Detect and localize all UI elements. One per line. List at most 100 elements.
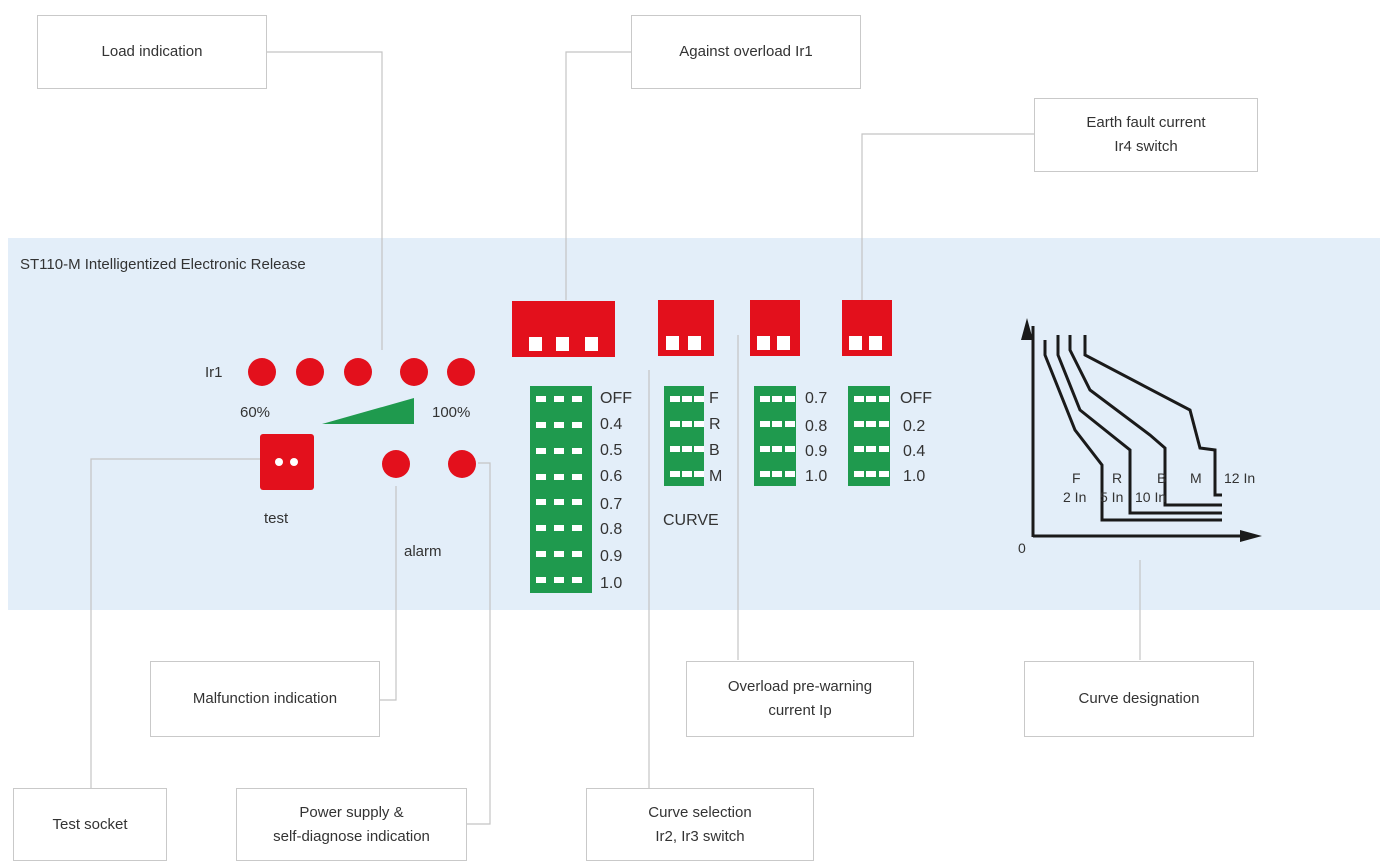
switch-toggle-icon [878,445,889,452]
ip-level: 0.8 [805,418,828,435]
ir1-level: 0.9 [600,548,623,565]
switch-toggle-icon [693,445,704,452]
switch-toggle-icon [784,420,795,427]
switch-toggle-icon [878,420,889,427]
callout-test-socket: Test socket [13,788,167,861]
switch-toggle-icon [572,473,583,480]
curve-dip-switch[interactable] [658,300,714,356]
ir1-level: 0.7 [600,496,623,513]
curve-origin-label: 0 [1018,540,1026,556]
callout-load-indication: Load indication [37,15,267,89]
switch-toggle-icon [670,445,680,452]
ip-level: 0.7 [805,390,828,407]
ip-level: 1.0 [805,468,828,485]
load-led-2 [296,358,324,386]
switch-toggle-icon [854,395,864,402]
ir1-level: 0.8 [600,521,623,538]
ir1-level: 0.5 [600,442,623,459]
switch-toggle-icon [670,420,680,427]
switch-toggle-icon [854,445,864,452]
switch-toggle-icon [554,551,565,558]
switch-toggle-icon [536,447,546,454]
curve-setting-switch [664,386,704,486]
switch-toggle-icon [784,470,795,477]
switch-toggle-icon [760,445,770,452]
switch-toggle-icon [772,420,783,427]
switch-toggle-icon [572,499,583,506]
ir1-level: 0.4 [600,416,623,433]
socket-pin-icon [290,458,298,466]
axes [1031,326,1250,538]
ir4-level: OFF [900,390,932,407]
ir1-level: OFF [600,390,632,407]
switch-toggle-icon [784,445,795,452]
switch-toggle-icon [693,395,704,402]
curve-level: B [709,442,720,459]
curve-level: F [709,390,719,407]
ir1-dip-switch[interactable] [512,301,615,357]
curve-switch-label: CURVE [663,512,719,529]
load-low-label: 60% [240,404,271,421]
curve-level: M [709,468,723,485]
load-led-5 [447,358,475,386]
callout-curve-designation: Curve designation [1024,661,1254,737]
switch-toggle-icon [536,395,546,402]
ip-setting-switch [754,386,796,486]
ir4-dip-switch[interactable] [842,300,892,356]
switch-toggle-icon [784,395,795,402]
switch-toggle-icon [854,470,864,477]
trip-curves [1043,335,1222,522]
switch-toggle-icon [681,445,692,452]
test-label: test [264,510,289,527]
switch-toggle-icon [536,551,546,558]
ir1-setting-switch [530,386,592,593]
switch-toggle-icon [554,447,565,454]
curve-r-label: R [1112,470,1123,486]
switch-toggle-icon [866,420,877,427]
curve-b-label: B [1157,470,1167,486]
curve-f-label: F [1072,470,1081,486]
callout-earth-fault: Earth fault current Ir4 switch [1034,98,1258,172]
ir4-setting-switch [848,386,890,486]
switch-toggle-icon [693,470,704,477]
ip-level: 0.9 [805,443,828,460]
switch-toggle-icon [866,470,877,477]
switch-toggle-icon [670,395,680,402]
load-led-1 [248,358,276,386]
switch-toggle-icon [681,395,692,402]
switch-toggle-icon [554,421,565,428]
curve-multiple-label: 10 In [1135,489,1167,505]
switch-toggle-icon [572,551,583,558]
switch-toggle-icon [854,420,864,427]
load-ramp-icon [322,398,414,424]
callout-malfunction: Malfunction indication [150,661,380,737]
power-supply-led [448,450,476,478]
switch-toggle-icon [554,395,565,402]
switch-toggle-icon [554,525,565,532]
switch-toggle-icon [772,395,783,402]
switch-toggle-icon [536,499,546,506]
ip-dip-switch[interactable] [750,300,800,356]
switch-toggle-icon [536,473,546,480]
curve-m-label: M [1190,470,1202,486]
ir4-level: 0.2 [903,418,926,435]
curve-level: R [709,416,721,433]
switch-toggle-icon [670,470,680,477]
y-axis-arrow-icon [1021,318,1033,340]
panel-title: ST110-M Intelligentized Electronic Relea… [20,256,306,273]
switch-toggle-icon [866,445,877,452]
callout-against-overload: Against overload Ir1 [631,15,861,89]
switch-toggle-icon [760,420,770,427]
ir1-level: 1.0 [600,575,623,592]
switch-toggle-icon [572,447,583,454]
switch-toggle-icon [693,420,704,427]
switch-toggle-icon [572,395,583,402]
switch-toggle-icon [536,421,546,428]
ir1-level: 0.6 [600,468,623,485]
ir4-level: 0.4 [903,443,926,460]
switch-toggle-icon [554,577,565,584]
switch-toggle-icon [536,525,546,532]
switch-toggle-icon [878,395,889,402]
switch-toggle-icon [760,395,770,402]
test-socket[interactable] [260,434,314,490]
